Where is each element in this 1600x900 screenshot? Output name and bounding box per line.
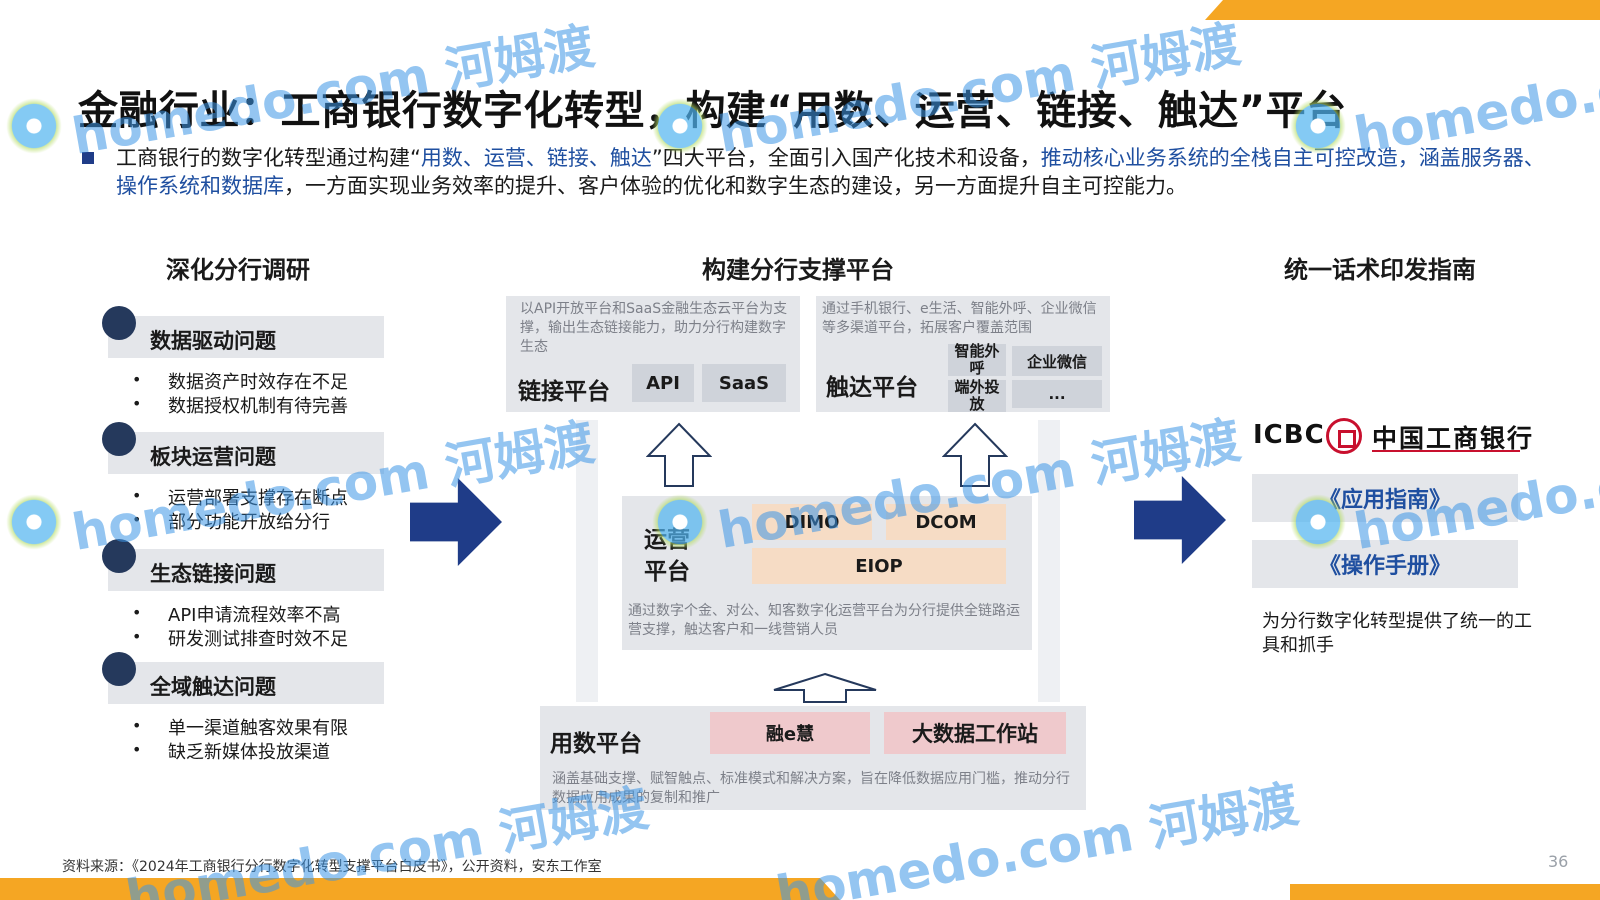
watermark-flower-icon — [1290, 98, 1346, 154]
link-platform-desc: 以API开放平台和SaaS金融生态云平台为支撑，输出生态链接能力，助力分行构建数… — [520, 301, 788, 355]
link-platform-name: 链接平台 — [518, 379, 610, 405]
problem-item-1-1: 数据资产时效存在不足 — [168, 372, 348, 393]
problem-box-2 — [108, 432, 384, 474]
watermark-flower-icon — [1290, 494, 1346, 550]
reach-platform-name: 触达平台 — [826, 375, 918, 401]
problem-dot-1 — [102, 306, 136, 340]
tag-rong-e-hui: 融e慧 — [710, 712, 870, 754]
problem-title-3: 生态链接问题 — [150, 562, 276, 586]
problem-bullet: • — [132, 740, 142, 759]
problem-bullet: • — [132, 370, 142, 389]
tag-wecom: 企业微信 — [1012, 346, 1102, 376]
problem-box-3 — [108, 549, 384, 591]
tag-dcom: DCOM — [886, 504, 1006, 540]
problem-box-4 — [108, 662, 384, 704]
ops-platform-desc: 通过数字个金、对公、知客数字化运营平台为分行提供全链路运营支撑，触达客户和一线营… — [628, 603, 1020, 638]
watermark-flower-icon — [6, 98, 62, 154]
tag-more: ... — [1012, 380, 1102, 408]
problem-title-1: 数据驱动问题 — [150, 329, 276, 353]
problem-title-2: 板块运营问题 — [150, 445, 276, 469]
watermark-flower-icon — [6, 494, 62, 550]
tag-dimo: DIMO — [752, 504, 872, 540]
watermark-flower-icon — [652, 98, 708, 154]
icbc-logo-cn: 中国工商银行 — [1372, 424, 1535, 453]
problem-item-4-1: 单一渠道触客效果有限 — [168, 718, 348, 739]
top-accent-bar — [1205, 0, 1600, 20]
intro-paragraph: 工商银行的数字化转型通过构建“用数、运营、链接、触达”四大平台，全面引入国产化技… — [116, 144, 1556, 200]
intro-part2: ”四大平台，全面引入国产化技术和设备， — [651, 146, 1041, 170]
data-platform-name: 用数平台 — [550, 731, 642, 757]
ops-platform-name-line2: 平台 — [644, 559, 690, 585]
problem-title-4: 全域触达问题 — [150, 675, 276, 699]
up-arrow-link — [646, 422, 712, 487]
tag-external-ads: 端外投放 — [948, 379, 1006, 413]
page-title: 金融行业：工商银行数字化转型，构建“用数、运营、链接、触达”平台 — [78, 88, 1347, 134]
icbc-seal-icon — [1326, 418, 1362, 454]
source-note: 资料来源：《2024年工商银行分行数字化转型支撑平台白皮书》，公开资料，安东工作… — [62, 859, 602, 875]
intro-part3: ，一方面实现业务效率的提升、客户体验的优化和数字生态的建设，另一方面提升自主可控… — [284, 174, 1187, 198]
problem-item-1-2: 数据授权机制有待完善 — [168, 396, 348, 417]
problem-bullet: • — [132, 603, 142, 622]
big-right-arrow-right — [1134, 476, 1226, 564]
intro-part1: 工商银行的数字化转型通过构建“ — [116, 146, 421, 170]
problem-item-2-2: 部分功能开放给分行 — [168, 512, 330, 533]
left-vertical-connector — [576, 420, 598, 702]
watermark-flower-icon — [652, 494, 708, 550]
problem-bullet: • — [132, 394, 142, 413]
problem-dot-2 — [102, 422, 136, 456]
problem-bullet: • — [132, 510, 142, 529]
page-number: 36 — [1548, 852, 1569, 871]
problem-dot-4 — [102, 652, 136, 686]
problem-item-4-2: 缺乏新媒体投放渠道 — [168, 742, 330, 763]
up-arrow-data — [773, 672, 877, 703]
right-description: 为分行数字化转型提供了统一的工具和抓手 — [1262, 611, 1532, 656]
right-column-heading: 统一话术印发指南 — [1284, 256, 1476, 284]
icbc-logo-underline — [1372, 450, 1520, 452]
tag-eiop: EIOP — [752, 548, 1006, 584]
reach-platform-desc: 通过手机银行、e生活、智能外呼、企业微信等多渠道平台，拓展客户覆盖范围 — [822, 301, 1097, 336]
big-right-arrow-left — [410, 478, 502, 566]
bottom-accent-bar-right — [1290, 884, 1600, 900]
data-platform-desc: 涵盖基础支撑、赋智触点、标准模式和解决方案，旨在降低数据应用门槛，推动分行数据应… — [552, 771, 1070, 806]
right-vertical-connector — [1038, 420, 1060, 702]
guide-manual: 《操作手册》 — [1252, 540, 1518, 588]
tag-bigdata-workstation: 大数据工作站 — [884, 712, 1066, 754]
problem-item-3-1: API申请流程效率不高 — [168, 605, 341, 626]
tag-saas: SaaS — [702, 364, 786, 402]
problem-bullet: • — [132, 716, 142, 735]
up-arrow-reach — [942, 422, 1008, 487]
problem-bullet: • — [132, 486, 142, 505]
problem-bullet: • — [132, 627, 142, 646]
tag-smart-call: 智能外呼 — [948, 343, 1006, 377]
problem-dot-3 — [102, 539, 136, 573]
intro-platforms: 用数、运营、链接、触达 — [420, 146, 652, 170]
bottom-accent-bar — [0, 878, 840, 900]
problem-item-2-1: 运营部署支撑存在断点 — [168, 488, 348, 509]
problem-item-3-2: 研发测试排查时效不足 — [168, 629, 348, 650]
guide-application: 《应用指南》 — [1252, 474, 1518, 522]
problem-box-1 — [108, 316, 384, 358]
middle-column-heading: 构建分行支撑平台 — [702, 256, 894, 284]
left-column-heading: 深化分行调研 — [166, 256, 310, 284]
tag-api: API — [632, 364, 694, 402]
intro-bullet — [82, 152, 94, 164]
intro-highlight: 推动核心业务系统的全栈自主可控改造，涵盖服务器、操作系统和数据库 — [116, 146, 1545, 198]
icbc-logo-text: ICBC — [1253, 420, 1325, 450]
